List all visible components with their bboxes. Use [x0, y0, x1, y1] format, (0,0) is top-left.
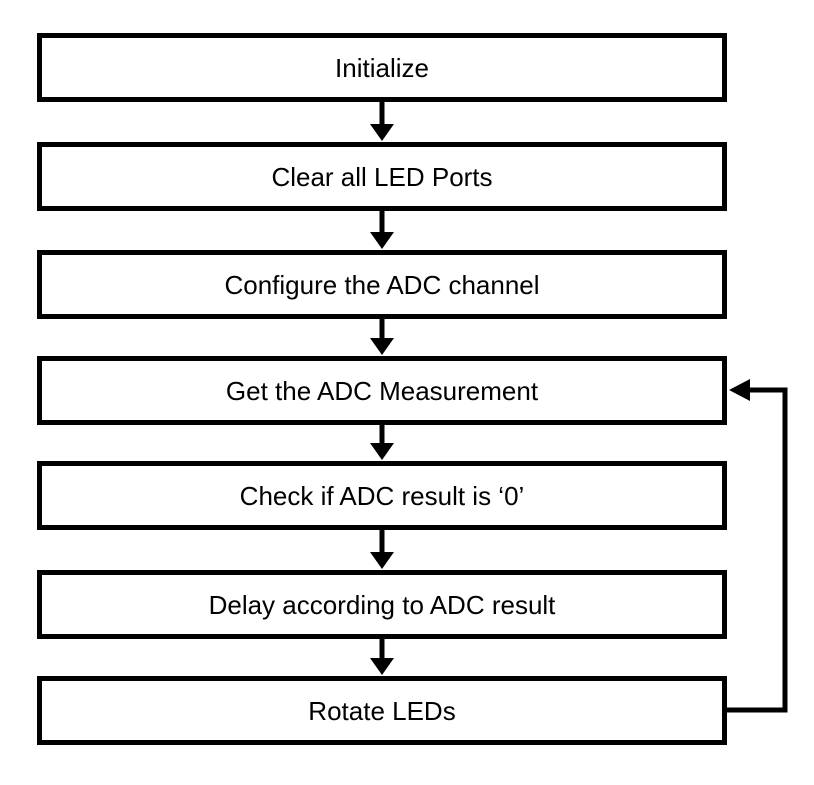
feedback-loop-arrow — [725, 379, 788, 713]
flow-step-label: Delay according to ADC result — [208, 589, 556, 620]
flow-step-label: Get the ADC Measurement — [225, 375, 539, 406]
flow-step-configure-adc: Configure the ADC channel — [37, 250, 727, 319]
arrow-down-6 — [370, 639, 394, 675]
arrow-down-5 — [370, 530, 394, 569]
arrow-down-3 — [370, 319, 394, 355]
arrow-down-1 — [370, 102, 394, 141]
arrow-down-4 — [370, 425, 394, 460]
flow-step-label: Check if ADC result is ‘0’ — [239, 480, 525, 511]
flow-step-initialize: Initialize — [37, 33, 727, 102]
flow-step-get-adc-measurement: Get the ADC Measurement — [37, 356, 727, 425]
flow-step-rotate-leds: Rotate LEDs — [37, 676, 727, 745]
flow-step-label: Configure the ADC channel — [224, 269, 540, 300]
flow-step-label: Clear all LED Ports — [271, 161, 493, 192]
flow-step-check-adc-zero: Check if ADC result is ‘0’ — [37, 461, 727, 530]
flow-step-delay-adc-result: Delay according to ADC result — [37, 570, 727, 639]
arrow-down-2 — [370, 211, 394, 249]
flow-step-clear-led-ports: Clear all LED Ports — [37, 142, 727, 211]
flow-step-label: Rotate LEDs — [308, 695, 456, 726]
flow-step-label: Initialize — [335, 52, 429, 83]
